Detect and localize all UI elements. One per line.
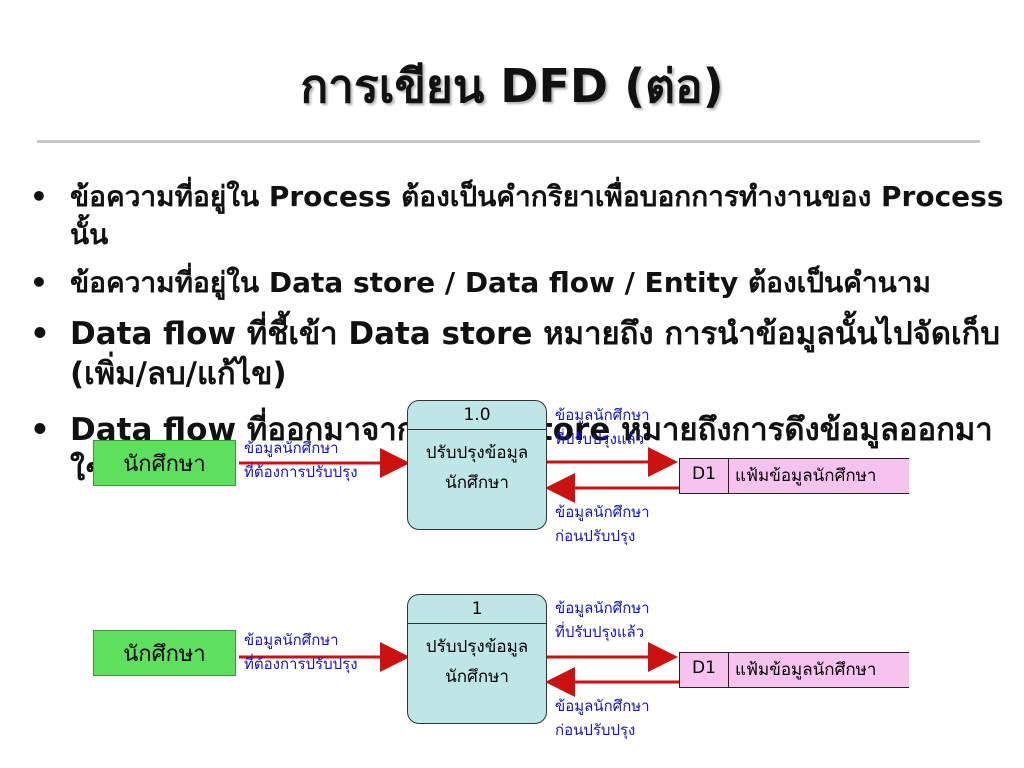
bullet-dot-icon: • [30,180,48,213]
bullet-text: ข้อความที่อยู่ใน [70,266,269,299]
bullet-text: ต้องเป็นคำนาม [738,266,931,299]
bullet-item: • Data flow ที่ชี้เข้า Data store หมายถึง… [30,314,1010,394]
bullet-dot-icon: • [30,266,48,299]
process-id: 1.0 [408,401,546,430]
bullet-keyword: Data store / Data flow / Entity [268,266,739,299]
data-store-name: แฟ้มข้อมูลนักศึกษา [735,660,877,680]
data-store-name: แฟ้มข้อมูลนักศึกษา [735,466,877,486]
process-id: 1 [408,595,546,624]
process-name: ปรับปรุงข้อมูลนักศึกษา [425,637,529,687]
flow-label-back: ข้อมูลนักศึกษาก่อนปรับปรุง [555,697,650,739]
flow-label-back: ข้อมูลนักศึกษาก่อนปรับปรุง [555,503,650,545]
bullet-text: Data flow ที่ชี้เข้า Data store หมายถึง … [70,316,1000,392]
flow-label-out: ข้อมูลนักศึกษาที่ปรับปรุงแล้ว [555,406,650,448]
bullet-dot-icon: • [30,412,50,448]
slide-title: การเขียน DFD (ต่อ) [300,59,724,113]
entity-box: นักศึกษา [93,440,236,486]
data-store-id: D1 [679,459,729,493]
bullet-keyword: Process [268,180,392,213]
bullet-item: • ข้อความที่อยู่ใน Data store / Data flow… [30,264,1010,302]
bullet-dot-icon: • [30,316,50,352]
bullet-text: ข้อความที่อยู่ใน [70,180,269,213]
title-divider [37,140,980,143]
flow-label-in: ข้อมูลนักศึกษาที่ต้องการปรับปรุง [244,439,358,481]
bullet-item: • ข้อความที่อยู่ใน Process ต้องเป็นคำกริย… [30,178,1010,254]
process-box: 1.0 ปรับปรุงข้อมูลนักศึกษา [407,400,547,530]
process-name: ปรับปรุงข้อมูลนักศึกษา [425,443,529,493]
process-box: 1 ปรับปรุงข้อมูลนักศึกษา [407,594,547,724]
flow-label-in: ข้อมูลนักศึกษาที่ต้องการปรับปรุง [244,631,358,673]
data-store: D1 แฟ้มข้อมูลนักศึกษา [679,458,909,494]
bullet-text: ต้องเป็นคำกริยาเพื่อบอกการทำงานของ Proce… [70,180,1004,251]
data-store: D1 แฟ้มข้อมูลนักศึกษา [679,652,909,688]
data-store-id: D1 [679,653,729,687]
entity-box: นักศึกษา [93,630,236,676]
flow-label-out: ข้อมูลนักศึกษาที่ปรับปรุงแล้ว [555,599,650,641]
